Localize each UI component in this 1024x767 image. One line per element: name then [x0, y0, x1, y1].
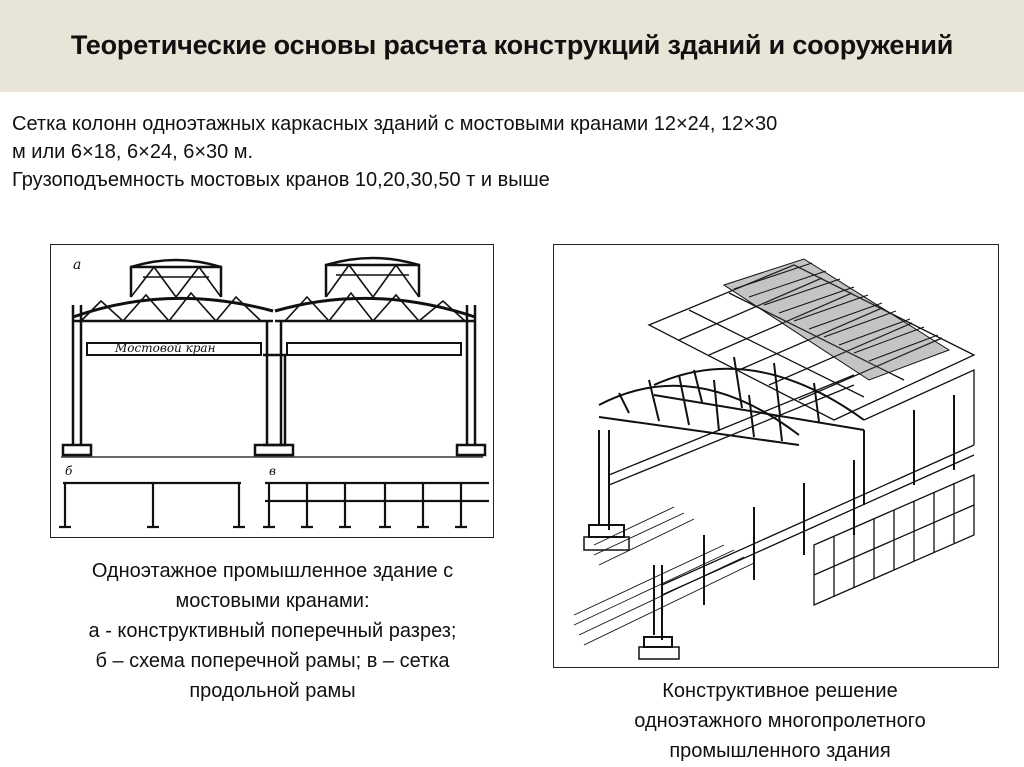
- foundations: [583, 536, 680, 660]
- caption-line: мостовыми кранами:: [175, 590, 370, 612]
- label-v: в: [269, 464, 276, 478]
- isometric-drawing: [573, 258, 976, 660]
- roof-truss-left: [72, 258, 274, 323]
- scheme-transverse-frame: [59, 481, 245, 529]
- crane-bridges: [86, 342, 462, 356]
- columns-isometric: [588, 395, 955, 648]
- figure-cross-section: a: [50, 244, 494, 538]
- intro-line: м или 6×18, 6×24, 6×30 м.: [12, 141, 254, 163]
- walls: [608, 368, 975, 606]
- roof-truss-right: [274, 256, 476, 323]
- cross-section-drawing: a: [59, 256, 489, 529]
- scheme-longitudinal-frame: [263, 481, 489, 529]
- ground-hatch: [573, 506, 755, 646]
- intro-line: Грузоподъемность мостовых кранов 10,20,3…: [12, 169, 550, 191]
- intro-text: Сетка колонн одноэтажных каркасных здани…: [12, 110, 1017, 194]
- caption-right: Конструктивное решение одноэтажного мног…: [560, 676, 1000, 766]
- caption-line: Одноэтажное промышленное здание с: [91, 560, 454, 582]
- label-b: б: [65, 464, 73, 478]
- arched-trusses: [598, 356, 865, 446]
- intro-line: Сетка колонн одноэтажных каркасных здани…: [12, 113, 778, 135]
- caption-line: продольной рамы: [189, 680, 356, 702]
- page-title: Теоретические основы расчета конструкций…: [70, 30, 954, 60]
- columns: [61, 305, 487, 457]
- crane-label: Мостовой кран: [114, 341, 216, 355]
- caption-line: а - конструктивный поперечный разрез;: [88, 620, 457, 642]
- caption-line: б – схема поперечной рамы; в – сетка: [95, 650, 450, 672]
- roof-insulation: [722, 258, 951, 381]
- figure-isometric-building: [553, 244, 999, 668]
- caption-left: Одноэтажное промышленное здание с мостов…: [10, 556, 535, 706]
- header-bar: Теоретические основы расчета конструкций…: [0, 0, 1024, 92]
- caption-line: одноэтажного многопролетного: [634, 710, 926, 732]
- caption-line: Конструктивное решение: [662, 680, 898, 702]
- caption-line: промышленного здания: [669, 740, 891, 762]
- label-a: a: [73, 257, 81, 273]
